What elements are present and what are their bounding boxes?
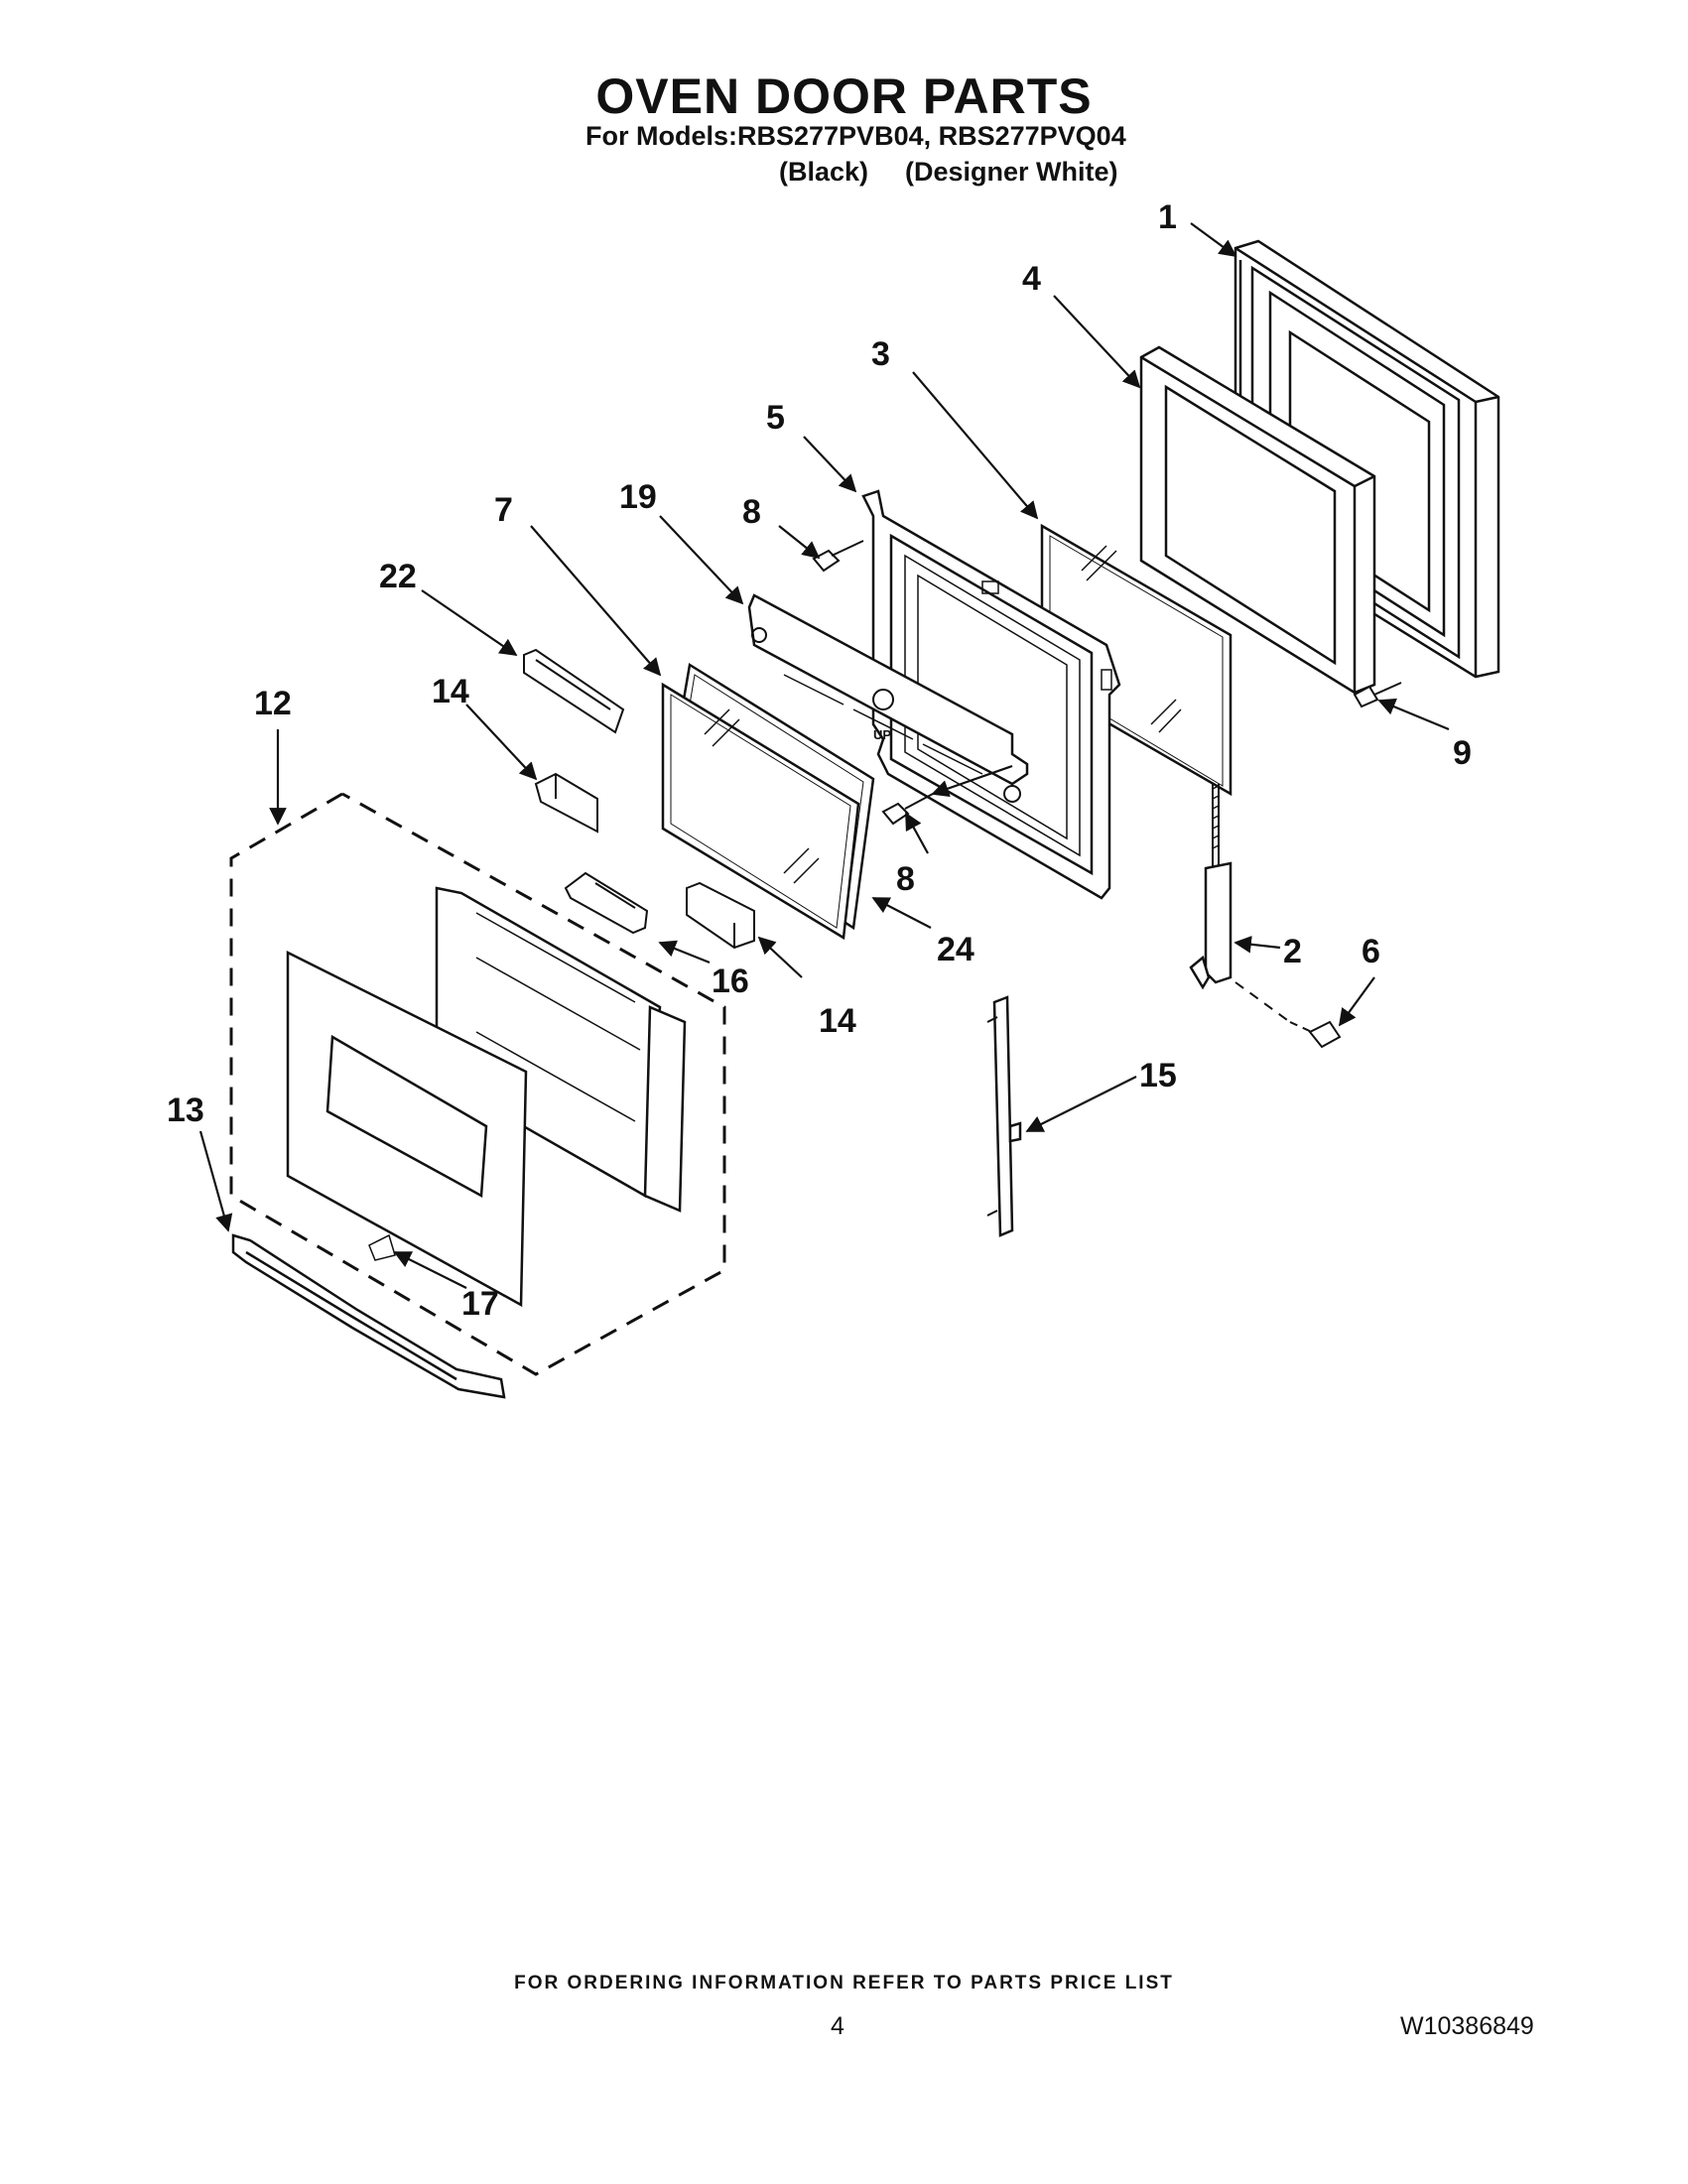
callout-3: 3 [871,335,890,373]
callout-7: 7 [494,491,513,529]
callout-1: 1 [1158,198,1177,236]
part-4-door-frame [1139,345,1376,695]
callout-24: 24 [937,931,974,968]
page-title: OVEN DOOR PARTS [595,68,1093,124]
callout-15: 15 [1139,1057,1177,1094]
callout-5: 5 [766,399,785,437]
callout-22: 22 [379,558,417,595]
callout-12: 12 [254,685,292,722]
part-6-screw [1289,1020,1342,1049]
callout-2: 2 [1283,933,1302,970]
callout-17: 17 [461,1285,499,1323]
callout-8-upper: 8 [742,493,761,531]
variant-black: (Black) [779,157,869,187]
part-7-glass-pane [661,682,860,941]
callout-9: 9 [1453,734,1472,772]
ordering-note: FOR ORDERING INFORMATION REFER TO PARTS … [514,1973,1174,1993]
part-12-door-assembly-outline [229,792,726,1376]
part-16-clip [564,871,649,935]
part-15-trim-strip [986,995,1022,1237]
callout-13: 13 [167,1092,204,1129]
variant-designer-white: (Designer White) [905,157,1118,187]
part-14-bracket-lower [686,881,755,950]
part-2-hinge [1189,784,1233,990]
callout-8-lower: 8 [896,860,915,898]
part-13-door-handle [231,1233,506,1399]
part-6-leader-dashed [1234,981,1291,1023]
page-number: 4 [831,2012,844,2040]
callout-6: 6 [1362,933,1380,970]
part-8-screw-lower [881,793,934,826]
callout-leaders [198,222,1450,1289]
document-number: W10386849 [1400,2012,1534,2040]
callout-14-upper: 14 [432,673,469,710]
svg-text:UP: UP [873,727,891,742]
callout-19: 19 [619,478,657,516]
part-9-screw [1353,682,1402,708]
part-12-door-panel [286,886,687,1308]
part-22-bracket [523,648,625,734]
callout-16: 16 [712,963,749,1000]
model-numbers: For Models:RBS277PVB04, RBS277PVQ04 [585,121,1126,151]
part-8-screw-upper [812,540,864,573]
part-19-vent-plate: UP [747,593,1029,803]
callout-14-lower: 14 [819,1002,856,1040]
callout-4: 4 [1022,260,1041,298]
part-14-bracket-upper [534,772,598,834]
